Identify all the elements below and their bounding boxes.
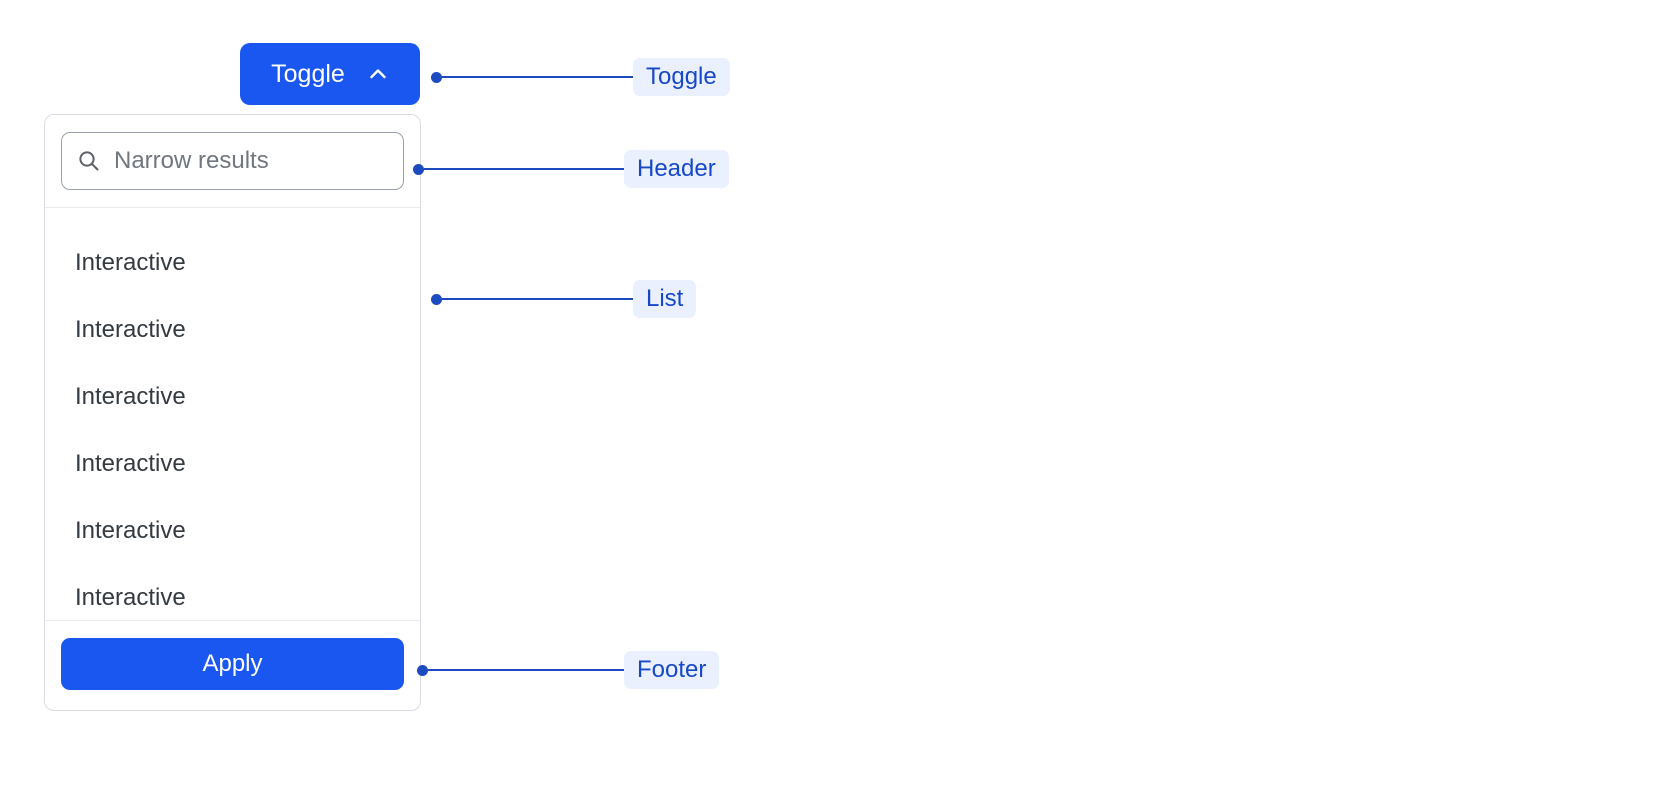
search-input[interactable] bbox=[114, 147, 389, 175]
annotation-connector-line bbox=[424, 168, 624, 170]
list-item[interactable]: Interactive bbox=[45, 296, 420, 363]
list-item-label: Interactive bbox=[75, 449, 186, 477]
toggle-button-label: Toggle bbox=[271, 59, 345, 88]
search-icon bbox=[76, 148, 102, 174]
list-item[interactable]: Interactive bbox=[45, 363, 420, 430]
list-item[interactable]: Interactive bbox=[45, 229, 420, 296]
dropdown-list: Interactive Interactive Interactive Inte… bbox=[45, 208, 420, 620]
list-item-label: Interactive bbox=[75, 382, 186, 410]
annotation-footer: Footer bbox=[417, 650, 720, 690]
annotation-dot-icon bbox=[413, 163, 424, 175]
list-item-label: Interactive bbox=[75, 583, 186, 611]
annotation-dot-icon bbox=[431, 71, 442, 83]
annotation-badge: List bbox=[633, 279, 697, 319]
list-item-label: Interactive bbox=[75, 248, 186, 276]
list-item[interactable]: Interactive bbox=[45, 497, 420, 564]
annotation-badge: Header bbox=[624, 149, 729, 189]
annotation-dot-icon bbox=[431, 293, 442, 305]
list-item-label: Interactive bbox=[75, 516, 186, 544]
dropdown-panel: Interactive Interactive Interactive Inte… bbox=[44, 114, 421, 711]
annotation-toggle: Toggle bbox=[431, 57, 730, 97]
dropdown-footer: Apply bbox=[45, 620, 420, 710]
annotation-list: List bbox=[431, 279, 697, 319]
annotation-connector-line bbox=[442, 76, 633, 78]
chevron-up-icon bbox=[367, 63, 389, 85]
list-item[interactable]: Interactive bbox=[45, 430, 420, 497]
annotation-header: Header bbox=[413, 149, 729, 189]
annotation-badge: Toggle bbox=[633, 57, 730, 97]
dropdown-header bbox=[45, 115, 420, 208]
list-item[interactable]: Interactive bbox=[45, 564, 420, 620]
search-field[interactable] bbox=[61, 132, 404, 190]
list-item-label: Interactive bbox=[75, 315, 186, 343]
annotation-connector-line bbox=[442, 298, 633, 300]
annotation-badge: Footer bbox=[624, 650, 720, 690]
toggle-button[interactable]: Toggle bbox=[240, 43, 420, 105]
apply-button[interactable]: Apply bbox=[61, 638, 404, 690]
annotation-connector-line bbox=[428, 669, 624, 671]
annotation-dot-icon bbox=[417, 664, 428, 676]
